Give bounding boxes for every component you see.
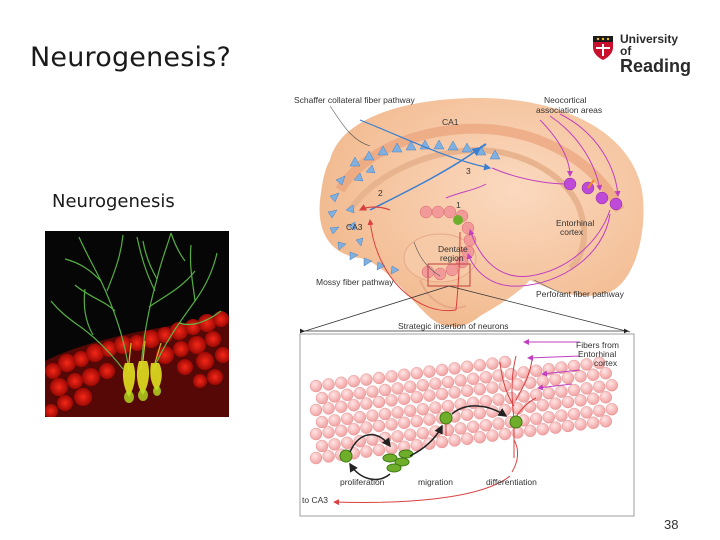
label-neocortical-2: association areas — [536, 105, 602, 115]
label-n3: 3 — [466, 166, 471, 176]
label-n1: 1 — [456, 200, 461, 210]
subtitle: Neurogenesis — [52, 191, 175, 212]
label-fibers-3: cortex — [594, 358, 618, 368]
label-schaffer: Schaffer collateral fiber pathway — [294, 95, 416, 105]
label-differentiation: differentiation — [486, 477, 537, 487]
logo-wordmark: University of Reading — [620, 33, 692, 75]
slide-title: Neurogenesis? — [30, 42, 231, 73]
label-mossy: Mossy fiber pathway — [316, 277, 394, 287]
label-neocortical-1: Neocortical — [544, 95, 587, 105]
logo-line-1: University of — [620, 33, 692, 57]
label-entorhinal-2: cortex — [560, 227, 584, 237]
label-perforant: Perforant fiber pathway — [536, 289, 625, 299]
label-strategic: Strategic insertion of neurons — [398, 321, 509, 331]
university-crest-icon — [592, 35, 614, 61]
label-proliferation: proliferation — [340, 477, 385, 487]
logo-line-2: Reading — [620, 57, 692, 75]
page-number: 38 — [664, 517, 678, 532]
neurogenesis-micrograph — [45, 231, 229, 417]
hippocampus-diagram: Schaffer collateral fiber pathway Neocor… — [280, 80, 654, 520]
label-n2: 2 — [378, 188, 383, 198]
label-ca3: CA3 — [346, 222, 363, 232]
label-to-ca3: to CA3 — [302, 495, 328, 505]
university-logo: University of Reading — [592, 32, 692, 66]
label-migration: migration — [418, 477, 453, 487]
label-ca1: CA1 — [442, 117, 459, 127]
label-dentate-2: region — [440, 253, 464, 263]
